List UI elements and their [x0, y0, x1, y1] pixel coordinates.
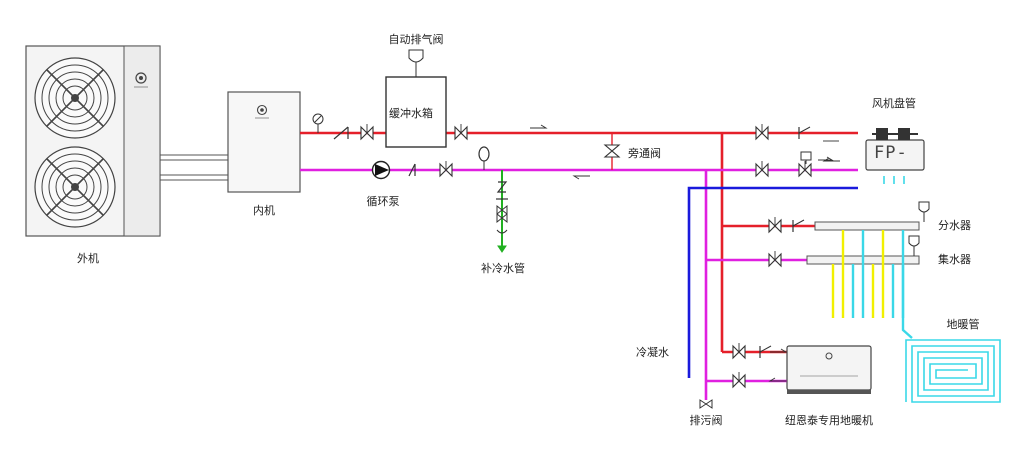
distributor-label: 分水器 [938, 219, 971, 232]
circulation-pump-icon [371, 160, 391, 180]
condensate-pipe [687, 186, 858, 378]
distributor-manifold [814, 201, 930, 231]
expansion-tank-icon [478, 146, 490, 170]
indoor-unit [227, 91, 301, 193]
fan-coil-unit [865, 128, 925, 184]
heating-unit [786, 345, 872, 394]
check-valve-icon [759, 345, 772, 358]
fan-icon [34, 146, 116, 228]
refrigerant-lines [160, 154, 228, 181]
outdoor-unit [25, 45, 161, 237]
makeup-water-assembly [496, 181, 508, 253]
indoor-unit-label: 内机 [253, 204, 275, 217]
motorized-valve-icon [800, 151, 812, 164]
floor-heating-pipe-label: 地暖管 [946, 318, 980, 331]
fan-coil-label: 风机盘管 [872, 97, 916, 110]
auto-air-vent-label: 自动排气阀 [388, 33, 444, 46]
buffer-tank-label: 缓冲水箱 [389, 107, 433, 120]
bypass-valve-label: 旁通阀 [628, 147, 661, 160]
bypass-valve-icon [603, 144, 621, 158]
auto-air-vent-icon [408, 49, 424, 77]
condensate-label: 冷凝水 [636, 346, 669, 359]
fan-icon [34, 57, 116, 139]
drain-valve-label: 排污阀 [689, 414, 723, 427]
check-valve-icon [408, 163, 416, 177]
fan-coil-panel-text: FP- [874, 143, 908, 163]
check-valve-icon [792, 219, 805, 232]
valves [360, 124, 812, 389]
floor-heating-loops [831, 230, 913, 339]
drain-valve-icon [699, 399, 713, 409]
thermometer-icon [312, 113, 324, 133]
floor-heating-coil [905, 339, 1001, 403]
circulation-pump-label: 循环泵 [366, 195, 400, 208]
heating-unit-label: 纽恩泰专用地暖机 [785, 414, 873, 427]
outdoor-unit-label: 外机 [77, 252, 99, 265]
check-valve-icon [798, 126, 811, 139]
flow-arrows [530, 124, 840, 382]
check-valve-icon [333, 126, 349, 140]
makeup-water-pipe-label: 补冷水管 [481, 262, 525, 275]
collector-label: 集水器 [938, 253, 971, 266]
